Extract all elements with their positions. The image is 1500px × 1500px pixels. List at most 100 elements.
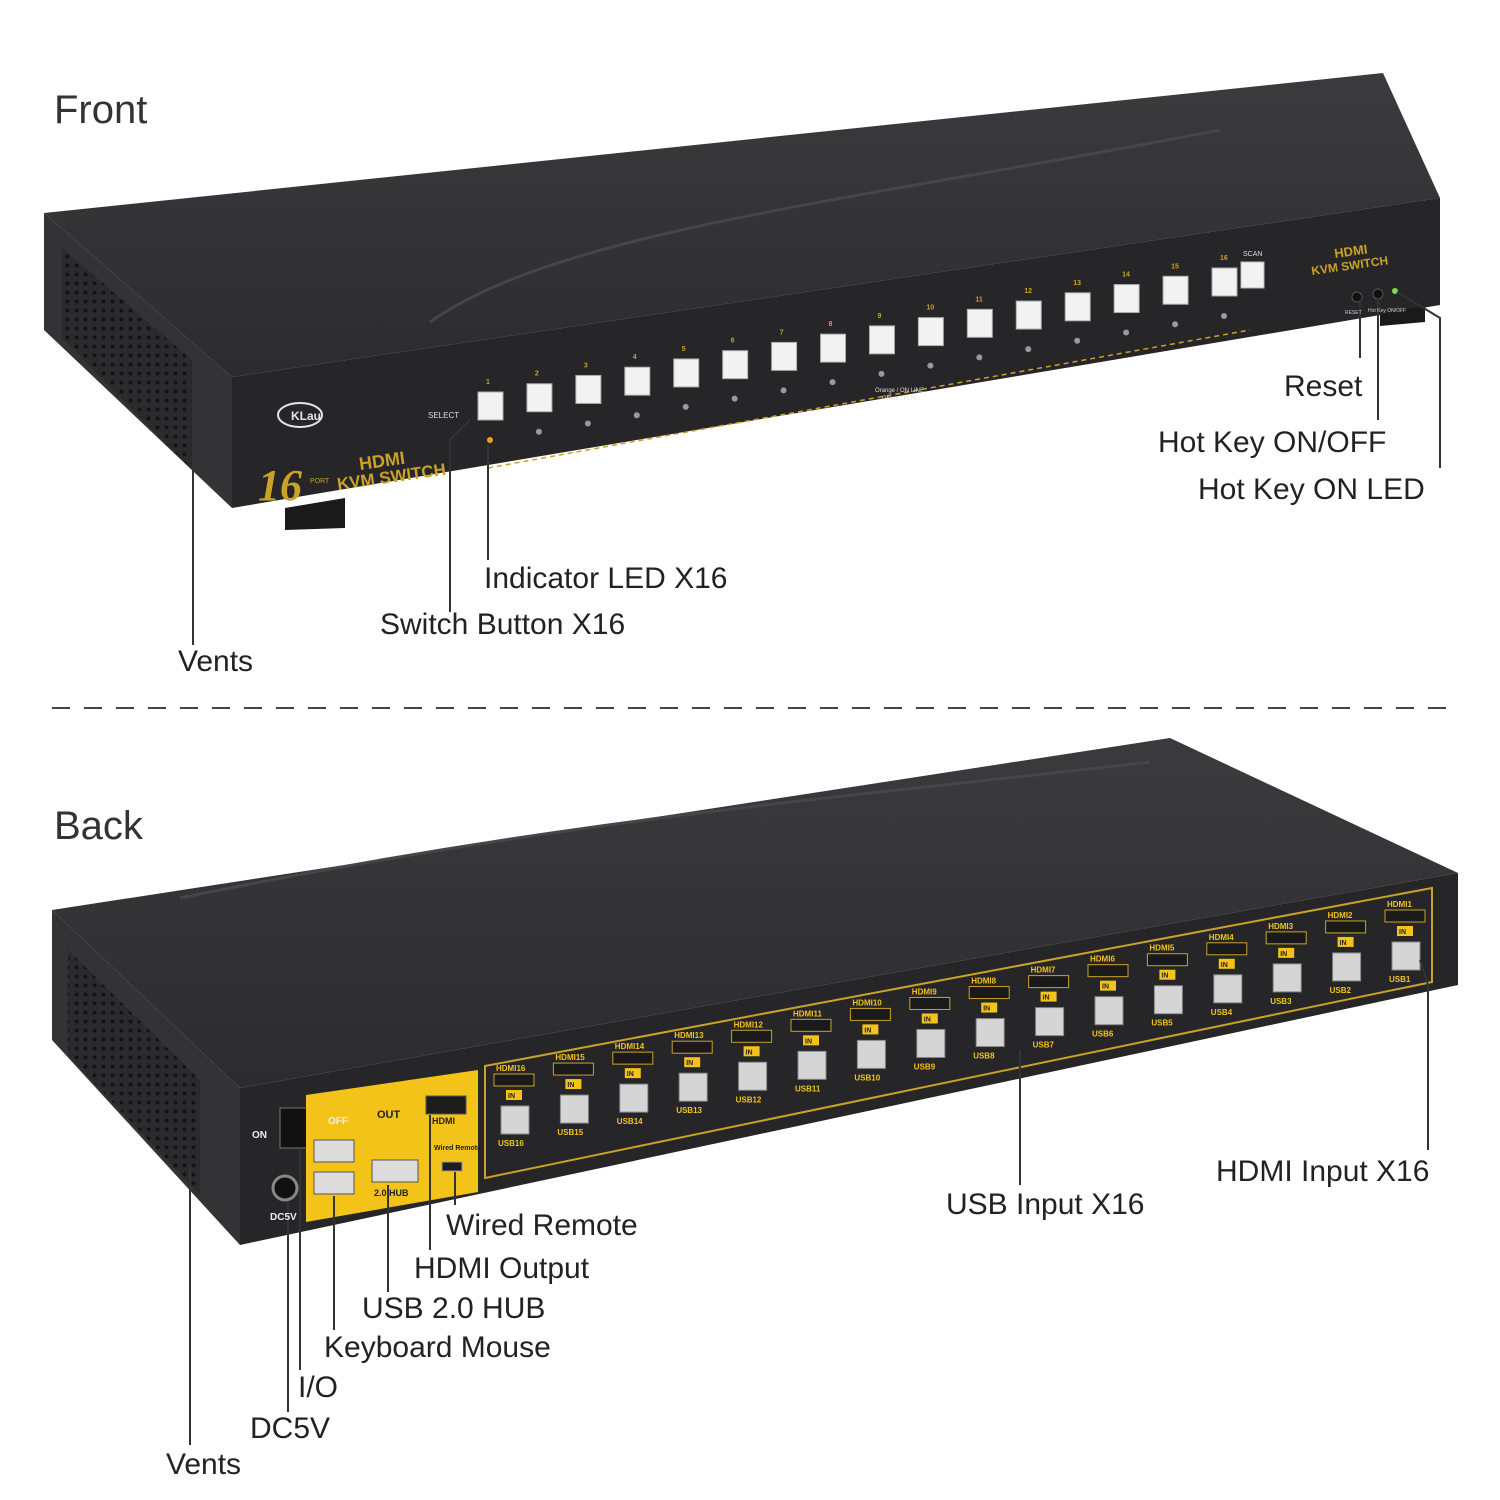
hdmi-input-port-13[interactable] — [671, 1040, 713, 1054]
indicator-led-2 — [535, 428, 542, 435]
usb-hub-port[interactable] — [371, 1159, 419, 1183]
usb-input-label-7: USB7 — [1033, 1041, 1055, 1050]
hdmi-input-port-16[interactable] — [493, 1073, 535, 1087]
usb-input-port-4[interactable] — [1213, 974, 1243, 1004]
in-label-13: IN — [686, 1060, 693, 1067]
callout-usb-input: USB Input X16 — [946, 1188, 1145, 1221]
usb-input-port-15[interactable] — [559, 1094, 589, 1124]
usb-input-port-3[interactable] — [1272, 963, 1302, 993]
usb-input-label-13: USB13 — [676, 1106, 702, 1115]
switch-button-number-12: 12 — [1024, 288, 1032, 295]
usb-kb-port[interactable] — [313, 1139, 355, 1163]
indicator-led-16 — [1221, 313, 1227, 319]
hdmi-input-port-15[interactable] — [552, 1062, 594, 1076]
dc-jack[interactable] — [271, 1174, 299, 1202]
port-count-text: 16 — [258, 461, 302, 510]
brand-text: KLau — [291, 409, 321, 423]
in-label-1: IN — [1399, 929, 1406, 936]
hdmi-input-label-11: HDMI11 — [793, 1009, 822, 1018]
callout-vents-back: Vents — [166, 1448, 242, 1481]
callout-hotkey-onoff: Hot Key ON/OFF — [1158, 426, 1387, 459]
in-label-3: IN — [1280, 951, 1287, 958]
hdmi-input-port-12[interactable] — [731, 1029, 773, 1043]
hdmi-input-port-7[interactable] — [1028, 975, 1070, 989]
dc-label: DC5V — [270, 1212, 297, 1223]
usb-input-port-10[interactable] — [856, 1039, 886, 1069]
switch-button-11[interactable] — [966, 308, 993, 338]
hdmi-input-port-1[interactable] — [1384, 909, 1426, 923]
hdmi-input-label-8: HDMI8 — [971, 977, 996, 986]
switch-button-2[interactable] — [526, 383, 553, 413]
reset-button[interactable] — [1351, 291, 1363, 303]
hdmi-input-port-14[interactable] — [612, 1051, 654, 1065]
usb-input-port-14[interactable] — [619, 1083, 649, 1113]
hdmi-input-port-5[interactable] — [1146, 953, 1188, 967]
hotkey-button[interactable] — [1372, 288, 1384, 300]
usb-input-port-11[interactable] — [797, 1050, 827, 1080]
usb-input-port-13[interactable] — [678, 1072, 708, 1102]
indicator-led-12 — [1025, 346, 1032, 353]
usb-input-label-8: USB8 — [973, 1052, 995, 1061]
switch-button-number-1: 1 — [486, 379, 490, 386]
usb-input-port-7[interactable] — [1035, 1007, 1065, 1037]
usb-input-label-12: USB12 — [736, 1095, 762, 1104]
hdmi-output-port[interactable] — [425, 1095, 467, 1115]
switch-button-4[interactable] — [624, 366, 651, 396]
scan-button[interactable] — [1240, 261, 1265, 289]
switch-button-5[interactable] — [673, 358, 700, 388]
switch-button-6[interactable] — [722, 350, 749, 380]
switch-button-3[interactable] — [575, 374, 602, 404]
hdmi-input-port-3[interactable] — [1265, 931, 1307, 945]
front-foot-left — [285, 498, 345, 530]
hdmi-input-port-10[interactable] — [849, 1007, 891, 1021]
usb-input-port-12[interactable] — [738, 1061, 768, 1091]
switch-button-12[interactable] — [1015, 300, 1042, 330]
hdmi-input-label-6: HDMI6 — [1090, 955, 1115, 964]
usb-input-port-8[interactable] — [975, 1018, 1005, 1048]
switch-button-10[interactable] — [917, 317, 944, 347]
in-badge-14 — [624, 1068, 641, 1079]
switch-button-14[interactable] — [1113, 284, 1140, 314]
switch-button-number-8: 8 — [829, 321, 833, 328]
usb-input-port-1[interactable] — [1391, 941, 1421, 971]
usb-input-port-5[interactable] — [1153, 985, 1183, 1015]
switch-button-15[interactable] — [1162, 275, 1189, 305]
switch-button-number-7: 7 — [780, 329, 784, 336]
hdmi-input-port-9[interactable] — [909, 996, 951, 1010]
switch-button-1[interactable] — [477, 391, 504, 421]
leader-switch-button — [449, 419, 471, 612]
in-label-11: IN — [805, 1038, 812, 1045]
usb-input-port-16[interactable] — [500, 1105, 530, 1135]
hdmi-input-port-8[interactable] — [968, 986, 1010, 1000]
in-badge-7 — [1040, 991, 1057, 1002]
switch-button-13[interactable] — [1064, 292, 1091, 322]
hdmi-input-port-4[interactable] — [1206, 942, 1248, 956]
scan-label: SCAN — [1243, 251, 1262, 258]
hdmi-input-label-3: HDMI3 — [1268, 922, 1293, 931]
hdmi-input-port-2[interactable] — [1325, 920, 1367, 934]
usb-input-port-9[interactable] — [916, 1028, 946, 1058]
switch-button-number-11: 11 — [975, 296, 983, 303]
usb-mouse-port[interactable] — [313, 1171, 355, 1195]
hdmi-input-label-14: HDMI14 — [615, 1042, 645, 1051]
wired-remote-port[interactable] — [441, 1161, 463, 1172]
usb-input-label-1: USB1 — [1389, 975, 1411, 984]
usb-input-port-6[interactable] — [1094, 996, 1124, 1026]
callout-usb-hub: USB 2.0 HUB — [362, 1292, 546, 1325]
switch-button-16[interactable] — [1211, 267, 1238, 297]
in-badge-8 — [981, 1002, 998, 1013]
callout-switch-button: Switch Button X16 — [380, 608, 626, 641]
usb-input-port-2[interactable] — [1332, 952, 1362, 982]
callout-reset: Reset — [1284, 370, 1363, 403]
switch-button-9[interactable] — [868, 325, 895, 355]
led-legend-1: Orange / ON LINE — [875, 388, 924, 394]
hdmi-input-label-2: HDMI2 — [1328, 911, 1353, 920]
in-label-12: IN — [746, 1049, 753, 1056]
switch-button-7[interactable] — [771, 341, 798, 371]
hdmi-input-port-11[interactable] — [790, 1018, 832, 1032]
switch-button-8[interactable] — [820, 333, 847, 363]
hdmi-input-port-6[interactable] — [1087, 964, 1129, 978]
indicator-led-15 — [1172, 321, 1179, 328]
